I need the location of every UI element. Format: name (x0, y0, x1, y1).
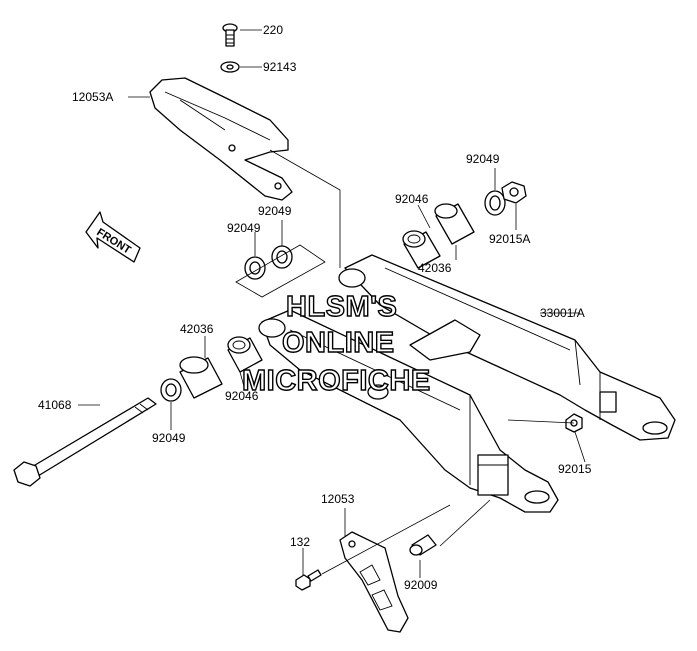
watermark-line-2: ONLINE (282, 327, 395, 359)
sleeve-42036-top[interactable] (434, 203, 475, 245)
collar-92049-top[interactable] (484, 190, 506, 216)
label-132[interactable]: 132 (290, 535, 310, 549)
label-92049-left-b[interactable]: 92049 (258, 204, 292, 218)
bolt-132[interactable] (295, 569, 322, 591)
chain-guide-12053[interactable] (339, 531, 409, 633)
label-92009[interactable]: 92009 (404, 578, 438, 592)
pivot-shaft-41068[interactable] (13, 397, 157, 487)
label-92015[interactable]: 92015 (558, 462, 592, 476)
label-92046-left[interactable]: 92046 (225, 389, 259, 403)
label-92049-bottom[interactable]: 92049 (152, 431, 186, 445)
label-33001A[interactable]: 33001/A (540, 306, 585, 320)
label-12053[interactable]: 12053 (321, 492, 355, 506)
watermark-line-3: MICROFICHE (242, 365, 431, 397)
label-220[interactable]: 220 (263, 23, 283, 37)
label-12053A[interactable]: 12053A (72, 90, 113, 104)
bearing-92046-left[interactable] (227, 336, 263, 373)
sleeve-42036-left[interactable] (179, 356, 223, 399)
washer-92143[interactable] (220, 61, 240, 73)
watermark: HLSM'S ONLINE MICROFICHE (241, 290, 431, 397)
label-92143[interactable]: 92143 (263, 60, 297, 74)
label-42036-top[interactable]: 42036 (418, 261, 452, 275)
collar-92009[interactable] (409, 534, 437, 556)
leader-lines (78, 29, 586, 578)
label-92015A[interactable]: 92015A (489, 232, 530, 246)
collar-92049-left-a[interactable] (244, 256, 266, 280)
watermark-line-1: HLSM'S (286, 291, 397, 323)
label-92046-top[interactable]: 92046 (395, 192, 429, 206)
collar-92049-bottom[interactable] (160, 378, 182, 402)
part-labels: 220 92143 12053A 92049 92046 92015A 9204… (38, 23, 592, 592)
label-92049-left-a[interactable]: 92049 (227, 221, 261, 235)
label-92049-top[interactable]: 92049 (466, 152, 500, 166)
collar-92049-left-b[interactable] (271, 245, 293, 269)
label-41068[interactable]: 41068 (38, 398, 72, 412)
label-42036-left[interactable]: 42036 (180, 322, 214, 336)
bearing-92046-top[interactable] (402, 230, 441, 269)
nut-92015A[interactable] (501, 181, 527, 204)
front-direction-arrow: FRONT (85, 211, 141, 263)
chain-slipper-12053A[interactable] (149, 77, 293, 201)
swingarm-33001A[interactable] (258, 254, 676, 513)
bolt-220[interactable] (222, 23, 238, 47)
